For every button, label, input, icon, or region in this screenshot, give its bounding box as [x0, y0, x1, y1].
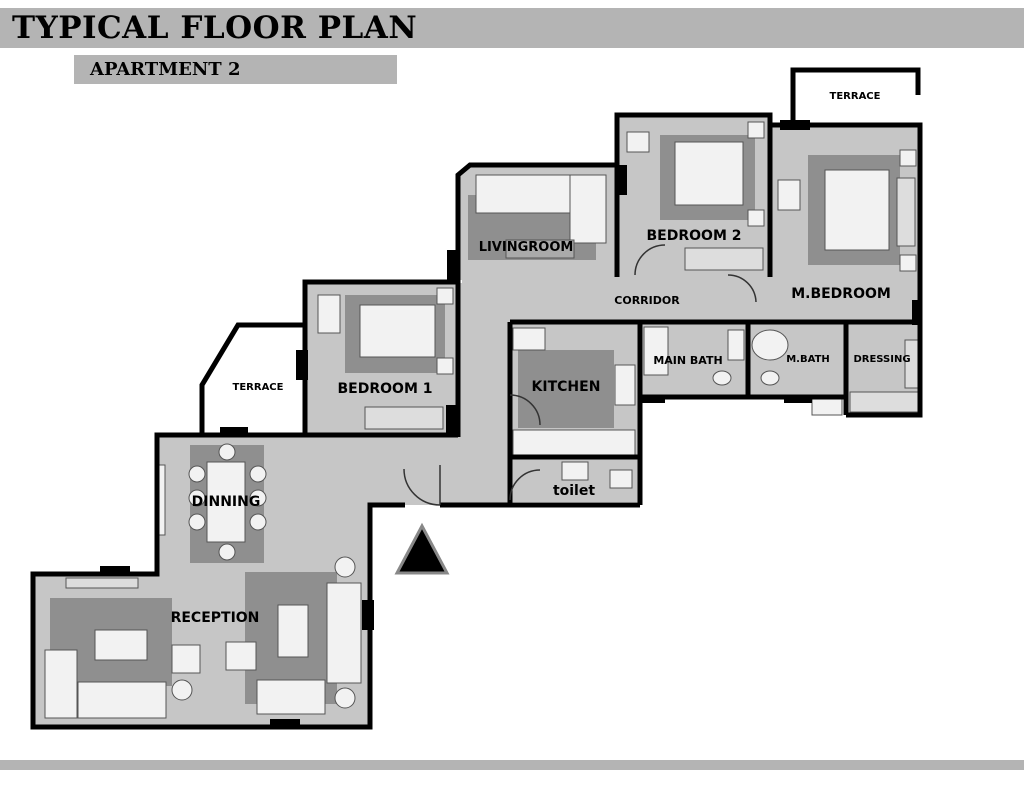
label-livingroom: LIVINGROOM [479, 240, 574, 255]
title-bar [0, 8, 1024, 48]
label-terrace-top: TERRACE [830, 91, 881, 102]
label-dinning: DINNING [192, 494, 261, 510]
subtitle-bar [74, 55, 397, 84]
reception-sofa-left [77, 681, 167, 719]
label-terrace-left: TERRACE [233, 382, 284, 393]
label-reception: RECEPTION [171, 610, 260, 626]
doors [403, 244, 757, 506]
page-title: TYPICAL FLOOR PLAN [12, 10, 418, 46]
label-corridor: CORRIDOR [614, 294, 680, 307]
label-bedroom1: BEDROOM 1 [338, 381, 433, 397]
bedroom1-bed [359, 304, 436, 358]
dining-table [206, 461, 246, 543]
label-master-bedroom: M.BEDROOM [791, 286, 891, 302]
left-terrace-floor [202, 325, 305, 435]
label-toilet: toilet [553, 483, 595, 499]
label-bedroom2: BEDROOM 2 [647, 228, 742, 244]
bedroom2-bed [674, 141, 744, 206]
label-dressing: DRESSING [853, 354, 910, 365]
entrance-arrow-icon [394, 522, 450, 575]
wall-accents [100, 120, 922, 729]
hall-floor [462, 320, 510, 505]
furniture [44, 121, 920, 719]
walls [30, 67, 923, 730]
reception-sofa-bottom [256, 679, 326, 715]
reception-sofa-right [326, 582, 362, 684]
reception-table [277, 604, 309, 658]
master-bed [824, 169, 890, 251]
coffee-table [94, 629, 148, 661]
label-main-bath: MAIN BATH [653, 354, 722, 367]
corridor-floor [462, 275, 922, 322]
label-m-bath: M.BATH [786, 354, 830, 365]
label-kitchen: KITCHEN [532, 379, 601, 395]
bottom-bar [0, 760, 1024, 770]
page-subtitle: APARTMENT 2 [90, 59, 241, 80]
